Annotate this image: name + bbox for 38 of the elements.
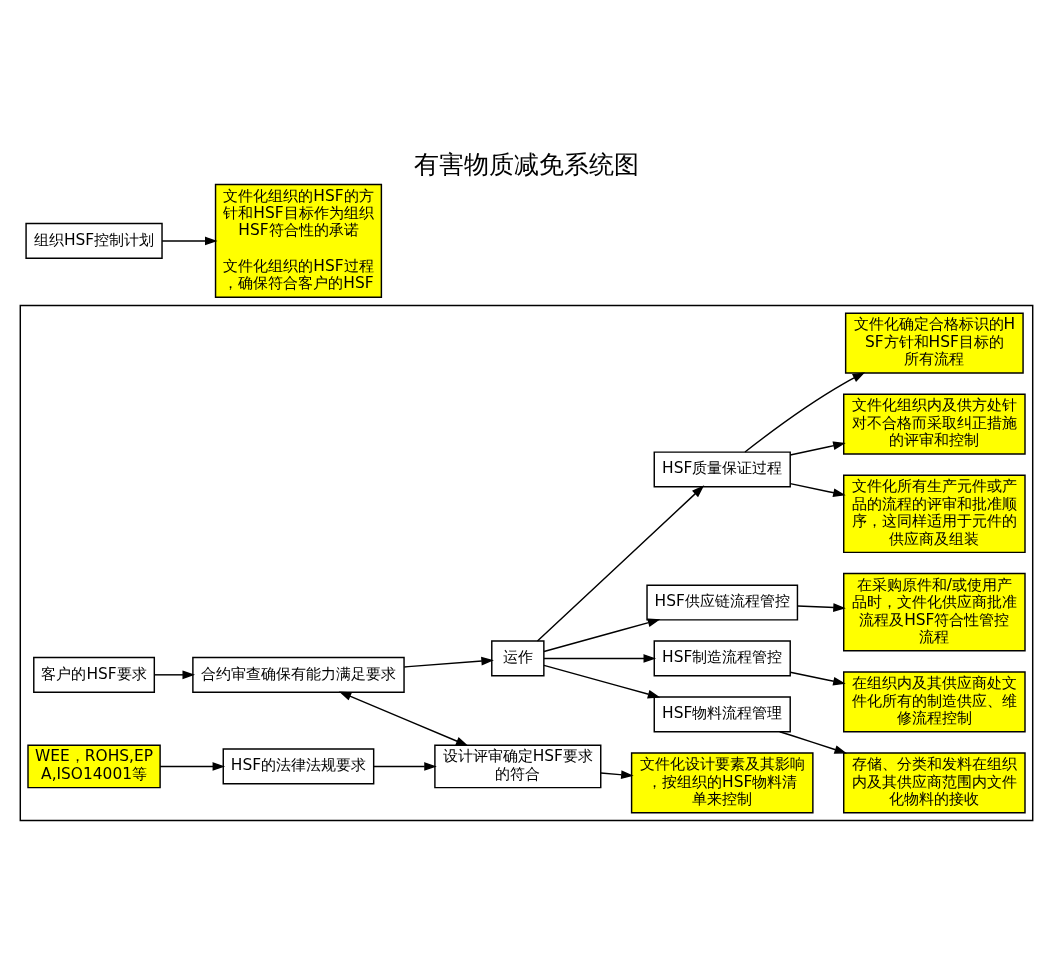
node-box: 文件化组织内及供方处针对不合格而采取纠正措施的评审和控制 — [843, 393, 1026, 455]
node-box: 文件化组织的HSF的方针和HSF目标作为组织HSF符合性的承诺 文件化组织的HSF过程，确保符合客户的HSF — [214, 183, 383, 298]
arrow — [153, 669, 196, 679]
arrow — [789, 482, 846, 497]
node-box: 文件化所有生产元件或产品的流程的评审和批准顺序，这同样适用于元件的供应商及组装 — [843, 474, 1026, 553]
arrow — [744, 371, 866, 453]
node-box: HSF物料流程管理 — [653, 695, 791, 732]
arrow — [543, 664, 661, 698]
arrow — [796, 602, 846, 612]
node-box: HSF供应链流程管控 — [646, 583, 799, 621]
node-box: 存储、分类和发料在组织内及其供应商范围内文件化物料的接收 — [843, 751, 1026, 813]
arrow — [789, 440, 846, 456]
arrow — [543, 617, 661, 652]
node-box: 文件化确定合格标识的HSF方针和HSF目标的所有流程 — [844, 312, 1024, 374]
arrow — [338, 690, 469, 746]
arrow — [536, 484, 705, 642]
arrow — [778, 730, 848, 754]
diagram-title: 有害物质减免系统图 — [414, 149, 639, 179]
arrow — [600, 769, 634, 779]
arrow — [373, 761, 437, 771]
node-box: 文件化设计要素及其影响，按组织的HSF物料清单来控制 — [630, 751, 814, 813]
arrow — [403, 656, 494, 668]
arrow — [159, 761, 226, 771]
node-box: 客户的HSF要求 — [33, 656, 156, 693]
arrow — [543, 653, 657, 663]
node-box: HSF制造流程管控 — [653, 639, 791, 677]
node-box: 设计评审确定HSF要求的符合 — [434, 744, 602, 788]
arrow — [789, 671, 846, 685]
node-box: 在组织内及其供应商处文件化所有的制造供应、维修流程控制 — [843, 670, 1026, 732]
node-box: HSF质量保证过程 — [653, 450, 791, 488]
node-box: WEE，ROHS,EPA,ISO14001等 — [27, 744, 161, 788]
node-box: 组织HSF控制计划 — [25, 222, 163, 259]
node-box: HSF的法律法规要求 — [222, 747, 375, 784]
node-box: 合约审查确保有能力满足要求 — [192, 656, 405, 693]
node-box: 运作 — [491, 639, 545, 677]
arrow — [161, 236, 218, 245]
node-box: 在采购原件和/或使用产品时，文件化供应商批准流程及HSF符合性管控流程 — [843, 572, 1026, 651]
cluster — [19, 304, 1034, 821]
